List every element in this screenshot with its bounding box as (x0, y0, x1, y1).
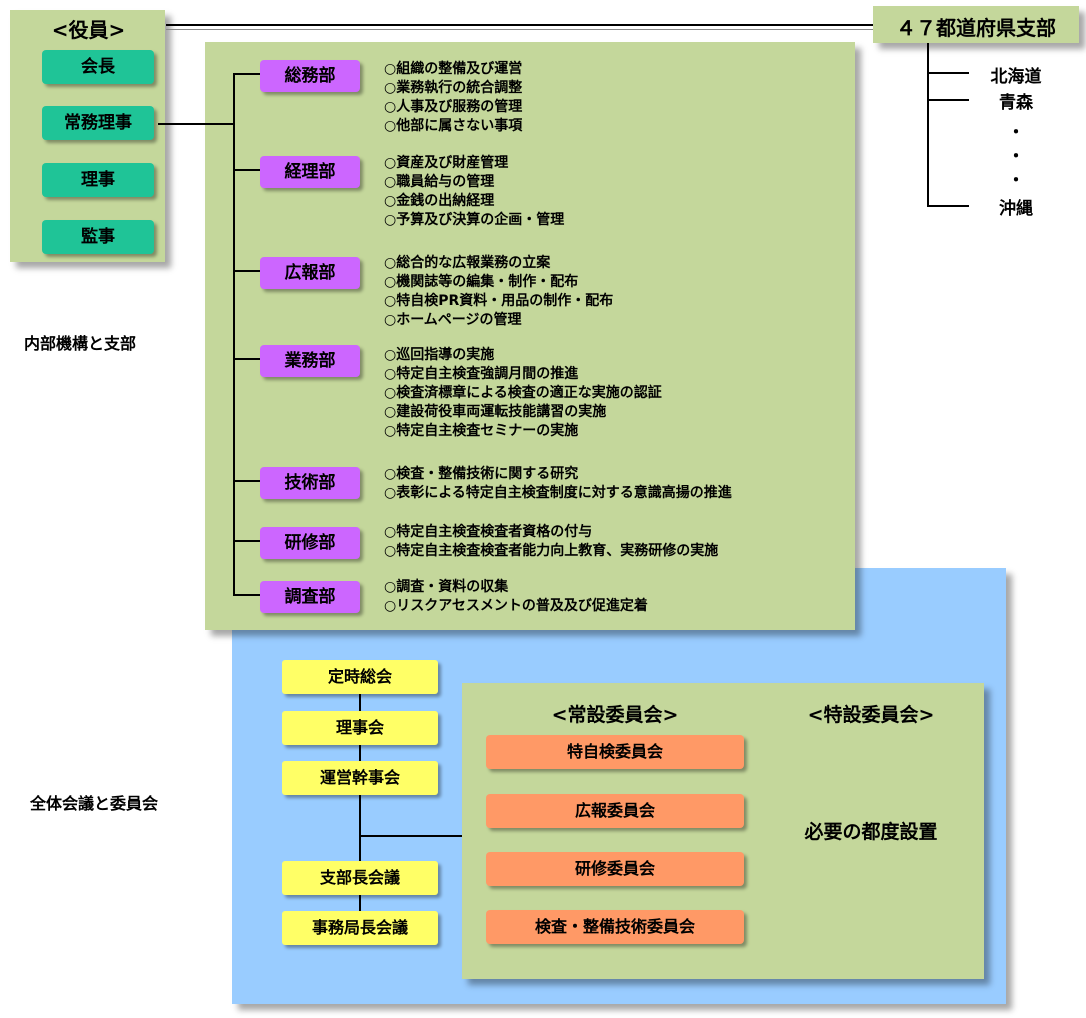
officer-chairman: 会長 (42, 50, 154, 84)
dept-duties: ○資産及び財産管理 ○職員給与の管理 ○金銭の出納経理 ○予算及び決算の企画・管… (384, 154, 564, 230)
branch-aomori: 青森 (999, 93, 1033, 113)
connector-officer-departments (158, 123, 233, 125)
committee-training: 研修委員会 (486, 852, 744, 886)
officer-executive-director: 常務理事 (42, 106, 154, 140)
duty-item: ○調査・資料の収集 (384, 579, 509, 595)
dept-duties: ○特定自主検査検査者資格の付与 ○特定自主検査検査者能力向上教育、実務研修の実施 (384, 523, 718, 561)
committee-public-relations: 広報委員会 (486, 794, 744, 828)
special-committees-heading: <特設委員会> (807, 704, 935, 726)
dept-public-relations: 広報部 (260, 257, 360, 289)
branch-ellipsis: ・ (1007, 147, 1025, 167)
dept-tick (233, 540, 260, 542)
committee-inspection-technical: 検査・整備技術委員会 (486, 910, 744, 944)
connector-meetings-committees (359, 835, 462, 837)
duty-item: ○業務執行の統合調整 (384, 80, 523, 96)
branch-tick (927, 99, 969, 101)
meetings-trunk (359, 690, 361, 936)
dept-tick (233, 169, 260, 171)
dept-duties: ○検査・整備技術に関する研究 ○表彰による特定自主検査制度に対する意識高揚の推進 (384, 465, 732, 503)
meeting-branch-heads: 支部長会議 (282, 861, 438, 895)
branches-panel (873, 6, 1079, 43)
officer-director: 理事 (42, 163, 154, 197)
dept-tick (233, 270, 260, 272)
officer-auditor: 監事 (42, 220, 154, 254)
duty-item: ○資産及び財産管理 (384, 155, 509, 171)
dept-training: 研修部 (260, 527, 360, 559)
dept-general-affairs: 総務部 (260, 60, 360, 92)
dept-duties: ○調査・資料の収集 ○リスクアセスメントの普及及び促進定着 (384, 578, 648, 616)
duty-item: ○特定自主検査強調月間の推進 (384, 366, 579, 382)
duty-item: ○巡回指導の実施 (384, 347, 495, 363)
duty-item: ○他部に属さない事項 (384, 118, 523, 134)
dept-research: 調査部 (260, 581, 360, 613)
duty-item: ○金銭の出納経理 (384, 193, 495, 209)
dept-duties: ○組織の整備及び運営 ○業務執行の統合調整 ○人事及び服務の管理 ○他部に属さな… (384, 60, 522, 136)
branch-hokkaido: 北海道 (990, 67, 1042, 87)
branch-ellipsis: ・ (1007, 123, 1025, 143)
duty-item: ○予算及び決算の企画・管理 (384, 212, 565, 228)
duty-item: ○ホームページの管理 (384, 312, 522, 328)
duty-item: ○表彰による特定自主検査制度に対する意識高揚の推進 (384, 485, 732, 501)
departments-trunk (233, 73, 235, 595)
duty-item: ○特定自主検査検査者能力向上教育、実務研修の実施 (384, 543, 719, 559)
duty-item: ○機関誌等の編集・制作・配布 (384, 274, 579, 290)
officers-heading: <役員> (51, 18, 126, 42)
duty-item: ○特定自主検査セミナーの実施 (384, 423, 579, 439)
branch-okinawa: 沖縄 (999, 199, 1033, 219)
dept-tick (233, 594, 260, 596)
dept-accounting: 経理部 (260, 156, 360, 188)
duty-item: ○特定自主検査検査者資格の付与 (384, 524, 593, 540)
duty-item: ○特自検PR資料・用品の制作・配布 (384, 293, 614, 309)
dept-tick (233, 73, 260, 75)
standing-committees-heading: <常設委員会> (551, 704, 679, 726)
connector-officers-branches (166, 24, 873, 26)
branch-tick (927, 205, 969, 207)
duty-item: ○職員給与の管理 (384, 174, 495, 190)
dept-technical: 技術部 (260, 467, 360, 499)
duty-item: ○総合的な広報業務の立案 (384, 255, 551, 271)
duty-item: ○リスクアセスメントの普及及び促進定着 (384, 598, 648, 614)
connector-officers-branches-lower (166, 29, 873, 30)
duty-item: ○検査・整備技術に関する研究 (384, 466, 579, 482)
committee-inspection: 特自検委員会 (486, 735, 744, 769)
duty-item: ○組織の整備及び運営 (384, 61, 523, 77)
section-label-internal: 内部機構と支部 (24, 334, 137, 353)
duty-item: ○建設荷役車両運転技能講習の実施 (384, 404, 607, 420)
section-label-meetings: 全体会議と委員会 (30, 794, 159, 813)
dept-duties: ○巡回指導の実施 ○特定自主検査強調月間の推進 ○検査済標章による検査の適正な実… (384, 346, 662, 441)
dept-operations: 業務部 (260, 345, 360, 377)
dept-tick (233, 480, 260, 482)
duty-item: ○検査済標章による検査の適正な実施の認証 (384, 385, 662, 401)
duty-item: ○人事及び服務の管理 (384, 99, 523, 115)
meeting-steering: 運営幹事会 (282, 761, 438, 795)
dept-tick (233, 358, 260, 360)
branch-ellipsis: ・ (1007, 171, 1025, 191)
dept-duties: ○総合的な広報業務の立案 ○機関誌等の編集・制作・配布 ○特自検PR資料・用品の… (384, 254, 613, 330)
meeting-general-assembly: 定時総会 (282, 660, 438, 694)
meeting-board: 理事会 (282, 711, 438, 745)
branches-heading: ４７都道府県支部 (896, 16, 1056, 40)
meeting-secretariat-heads: 事務局長会議 (282, 911, 438, 945)
special-committees-note: 必要の都度設置 (804, 821, 938, 843)
branch-tick (927, 72, 969, 74)
branches-trunk (927, 43, 929, 207)
